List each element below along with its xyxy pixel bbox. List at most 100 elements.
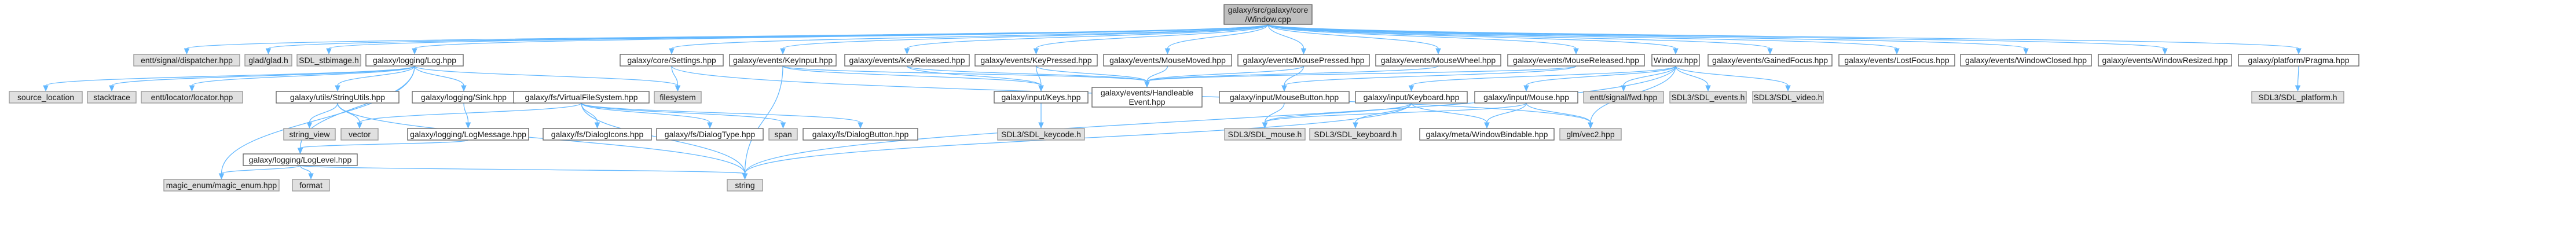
node-log[interactable]: galaxy/logging/Log.hpp (365, 54, 464, 67)
include-edge-root-to-gainedfocus (1267, 24, 1773, 55)
arrowhead-icon (109, 85, 115, 92)
include-edge-root-to-settings (669, 24, 1269, 55)
edge-line (1623, 65, 1676, 86)
arrowhead-icon (1300, 48, 1307, 55)
node-lostfocus[interactable]: galaxy/events/LostFocus.hpp (1838, 54, 1955, 67)
node-mousereleased[interactable]: galaxy/events/MouseReleased.hpp (1507, 54, 1645, 67)
arrowhead-icon (265, 48, 272, 55)
node-windowresized[interactable]: galaxy/events/WindowResized.hpp (2098, 54, 2232, 67)
node-box (997, 128, 1085, 141)
include-edge-root-to-log (412, 24, 1269, 55)
edge-line (337, 102, 746, 174)
edge-line (906, 24, 1269, 49)
node-mousebutton[interactable]: galaxy/input/MouseButton.hpp (1219, 91, 1350, 104)
include-edge-root-to-keyinput (780, 24, 1269, 55)
node-box (340, 128, 379, 141)
node-sink[interactable]: galaxy/logging/Sink.hpp (412, 91, 516, 104)
arrowhead-icon (780, 122, 786, 129)
node-label: galaxy/input/Mouse.hpp (1483, 93, 1569, 102)
include-edge-settings-to-filesystem (671, 65, 681, 92)
node-vfs[interactable]: galaxy/fs/VirtualFileSystem.hpp (513, 91, 650, 104)
node-keyreleased[interactable]: galaxy/events/KeyReleased.hpp (844, 54, 970, 67)
node-label: SDL3/SDL_keycode.h (1001, 130, 1081, 139)
node-box (768, 128, 798, 141)
edge-line (782, 65, 1148, 82)
arrowhead-icon (1281, 85, 1287, 92)
arrowhead-icon (1408, 85, 1415, 92)
node-stacktrace: stacktrace (87, 91, 137, 104)
node-box (2238, 54, 2359, 67)
arrowhead-icon (1785, 85, 1791, 92)
node-windowbindable[interactable]: galaxy/meta/WindowBindable.hpp (1419, 128, 1555, 141)
node-box (1960, 54, 2092, 67)
node-dialogicons[interactable]: galaxy/fs/DialogIcons.hpp (543, 128, 652, 141)
node-keyinput[interactable]: galaxy/events/KeyInput.hpp (729, 54, 837, 67)
arrowhead-icon (1894, 48, 1900, 55)
node-label: galaxy/fs/DialogButton.hpp (812, 130, 909, 139)
node-box (974, 54, 1098, 67)
include-edge-vfs-to-dialogbutton (581, 102, 863, 129)
node-settings[interactable]: galaxy/core/Settings.hpp (620, 54, 724, 67)
edge-line (1486, 102, 1527, 123)
edge-line (1267, 24, 2027, 49)
node-box (163, 179, 280, 192)
node-loglevel[interactable]: galaxy/logging/LogLevel.hpp (243, 153, 358, 166)
node-keys[interactable]: galaxy/input/Keys.hpp (994, 91, 1089, 104)
edge-line (671, 24, 1269, 49)
node-label: galaxy/events/KeyReleased.hpp (849, 56, 965, 65)
node-logmessage[interactable]: galaxy/logging/LogMessage.hpp (407, 128, 529, 141)
edge-line (186, 24, 1269, 49)
node-box (1474, 91, 1578, 104)
node-mousepressed[interactable]: galaxy/events/MousePressed.hpp (1237, 54, 1370, 67)
arrowhead-icon (1144, 81, 1150, 88)
node-label: galaxy/events/MouseReleased.hpp (1513, 56, 1639, 65)
node-mouse[interactable]: galaxy/input/Mouse.hpp (1474, 91, 1578, 104)
include-edge-log-to-source_location (43, 65, 415, 92)
include-edge-windowhpp-to-sdl_events (1675, 65, 1711, 92)
arrowhead-icon (707, 122, 713, 129)
node-keypressed[interactable]: galaxy/events/KeyPressed.hpp (974, 54, 1098, 67)
include-edge-stringutils-to-string (337, 102, 748, 180)
edge-line (1146, 65, 1577, 82)
node-mousewheel[interactable]: galaxy/events/MouseWheel.hpp (1375, 54, 1501, 67)
include-edge-windowhpp-to-sdl_video (1675, 65, 1791, 92)
arrowhead-icon (2295, 85, 2301, 92)
edge-line (1526, 65, 1676, 86)
edge-line (1284, 65, 1305, 86)
arrowhead-icon (1673, 48, 1679, 55)
node-fixed: entt/signal/fwd.hpp (1583, 91, 1664, 104)
node-label: magic_enum/magic_enum.hpp (166, 181, 277, 190)
arrowhead-icon (669, 48, 675, 55)
edge-line (1267, 24, 1439, 49)
node-windowclosed[interactable]: galaxy/events/WindowClosed.hpp (1960, 54, 2092, 67)
node-box (1669, 91, 1747, 104)
include-edge-mousereleased-to-handleable (1144, 65, 1577, 88)
node-label: galaxy/events/KeyInput.hpp (733, 56, 833, 65)
arrowhead-icon (1573, 48, 1579, 55)
node-label: entt/locator/locator.hpp (151, 93, 233, 102)
include-edge-mouse-to-windowbindable (1484, 102, 1527, 129)
edge-line (1035, 24, 1269, 49)
node-box (1752, 91, 1824, 104)
node-mousemoved[interactable]: galaxy/events/MouseMoved.hpp (1103, 54, 1232, 67)
arrowhead-icon (297, 148, 303, 155)
node-label: galaxy/events/MouseMoved.hpp (1109, 56, 1226, 65)
node-box (87, 91, 137, 104)
node-box (292, 179, 330, 192)
node-glm-vec2: glm/vec2.hpp (1559, 128, 1622, 141)
node-keyboard[interactable]: galaxy/input/Keyboard.hpp (1355, 91, 1468, 104)
node-label: string (735, 181, 754, 190)
node-sdl-image: SDL_stbimage.h (296, 54, 361, 67)
node-gainedfocus[interactable]: galaxy/events/GainedFocus.hpp (1707, 54, 1833, 67)
edge-line (268, 24, 1269, 49)
node-pragma[interactable]: galaxy/platform/Pragma.hpp (2238, 54, 2359, 67)
arrowhead-icon (904, 48, 910, 55)
node-windowhpp[interactable]: Window.hpp (1651, 54, 1700, 67)
node-box (141, 91, 243, 104)
node-stringutils[interactable]: galaxy/utils/StringUtils.hpp (276, 91, 400, 104)
node-dialogbutton[interactable]: galaxy/fs/DialogButton.hpp (803, 128, 918, 141)
node-string: string (727, 179, 763, 192)
node-dialogtype[interactable]: galaxy/fs/DialogType.hpp (656, 128, 764, 141)
node-label: galaxy/logging/LogLevel.hpp (249, 155, 352, 164)
